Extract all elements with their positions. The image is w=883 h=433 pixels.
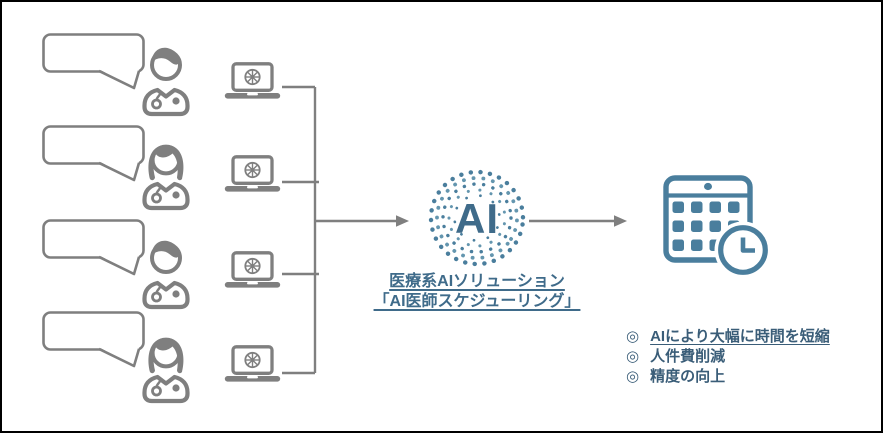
benefit-list: ◎ AIにより大幅に時間を短縮 ◎ 人件費削減 ◎ 精度の向上 [626, 327, 830, 387]
solution-title-line2: 「AI医師スケジューリング」 [373, 293, 581, 310]
calendar-clock-icon [662, 174, 774, 278]
solution-title-line1: 医療系AIソリューション [389, 273, 565, 290]
arrow-right-icon [614, 215, 627, 227]
benefit-item: ◎ 精度の向上 [626, 367, 830, 387]
benefit-item: ◎ AIにより大幅に時間を短縮 [626, 327, 830, 347]
solution-title: 医療系AIソリューション 「AI医師スケジューリング」 [355, 272, 599, 312]
laptop-icon [224, 62, 281, 101]
male-doctor-icon [136, 237, 198, 311]
laptop-icon [224, 155, 281, 194]
bullseye-icon: ◎ [626, 348, 640, 365]
laptop-icon [224, 345, 281, 384]
speech-bubble [42, 219, 146, 279]
benefit-text: 人件費削減 [650, 348, 726, 365]
bullseye-icon: ◎ [626, 328, 640, 345]
arrow-right-icon [396, 215, 409, 227]
speech-bubble [42, 33, 146, 93]
ai-label: AI [455, 195, 499, 242]
speech-bubble [42, 311, 146, 371]
benefit-item: ◎ 人件費削減 [626, 347, 830, 367]
ai-dotted-circle-icon: AI [428, 169, 526, 267]
female-doctor-icon [136, 331, 198, 405]
female-doctor-icon [136, 138, 198, 212]
bullseye-icon: ◎ [626, 368, 640, 385]
male-doctor-icon [136, 44, 198, 118]
speech-bubble [42, 125, 146, 185]
benefit-text: 精度の向上 [650, 368, 726, 385]
benefit-text: AIにより大幅に時間を短縮 [650, 328, 830, 345]
laptop-icon [224, 251, 281, 290]
